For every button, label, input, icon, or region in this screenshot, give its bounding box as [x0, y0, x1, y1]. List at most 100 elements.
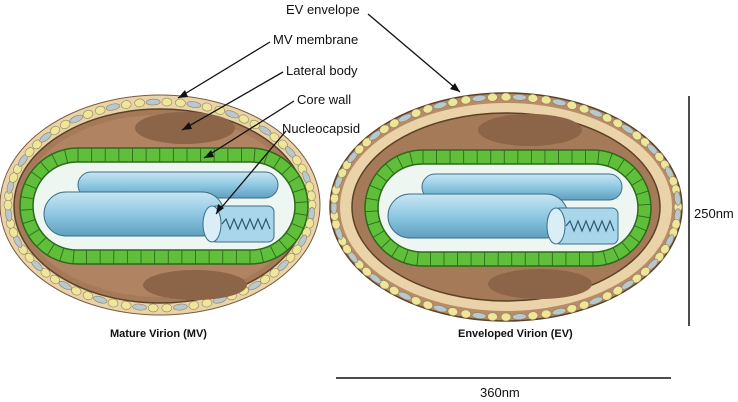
core-wall-segment: [607, 153, 613, 167]
mv-core-wall-segments: [20, 148, 308, 264]
surface-protein: [631, 130, 642, 141]
nucleocapsid-arrow: [215, 130, 287, 215]
surface-protein: [588, 296, 603, 305]
ev-lateral-body-top: [478, 114, 582, 146]
surface-protein: [107, 298, 119, 308]
core-wall-segment: [409, 151, 414, 166]
nucleocapsid-helix: [565, 219, 615, 233]
surface-protein: [147, 303, 159, 313]
core-wall-segment: [385, 163, 395, 175]
surface-protein: [3, 199, 13, 211]
mature-virion: [0, 94, 321, 316]
surface-protein: [173, 303, 188, 311]
core-wall-segment: [376, 173, 388, 183]
surface-protein: [238, 114, 249, 124]
surface-protein: [422, 300, 434, 310]
core-wall-segment: [64, 149, 69, 164]
surface-protein: [527, 94, 539, 103]
surface-protein: [49, 274, 60, 285]
core-wall-segment: [72, 249, 75, 264]
core-wall-segment: [416, 251, 419, 266]
surface-protein: [512, 94, 527, 101]
label-lateral-body: Lateral body: [286, 63, 358, 78]
lateral-body-arrowhead: [182, 122, 192, 130]
core-wall-segment: [616, 159, 625, 172]
nucleocapsid-arrowhead: [216, 204, 224, 214]
core-wall-segment: [30, 171, 43, 181]
core-wall-segment: [391, 244, 400, 257]
core-wall-segment: [293, 212, 308, 216]
surface-protein: [447, 98, 459, 107]
core-wall-segment: [634, 190, 649, 196]
core-wall-segment: [24, 183, 38, 190]
core-wall-segment: [22, 218, 37, 225]
surface-protein: [201, 102, 213, 112]
core-wall-segment: [28, 228, 41, 237]
core-wall-segment: [403, 249, 409, 263]
surface-protein: [551, 308, 567, 316]
core-wall-segment: [51, 154, 59, 167]
surface-protein: [389, 286, 400, 296]
core-wall-segment: [380, 238, 392, 249]
label-nucleocapsid: Nucleocapsid: [282, 121, 360, 136]
core-wall-segment: [287, 175, 300, 184]
surface-protein: [674, 191, 681, 206]
caption-enveloped-virion: Enveloped Virion (EV): [458, 328, 573, 340]
surface-protein: [422, 104, 434, 114]
label-mv-membrane: MV membrane: [273, 32, 358, 47]
surface-protein: [188, 301, 200, 310]
surface-protein: [132, 303, 147, 311]
surface-protein: [640, 266, 651, 277]
core-wall-segment: [365, 197, 380, 202]
core-wall-segment: [630, 178, 644, 187]
core-wall-segment: [293, 201, 308, 204]
surface-protein: [578, 300, 590, 310]
surface-protein: [500, 312, 512, 322]
surface-protein: [433, 304, 448, 313]
label-ev-envelope: EV envelope: [286, 2, 360, 17]
core-wall-segment: [636, 203, 651, 206]
core-wall-segment: [633, 224, 647, 232]
surface-protein: [24, 147, 35, 158]
surface-protein: [186, 101, 202, 109]
surface-protein: [447, 307, 459, 316]
core-wall-segment: [369, 184, 383, 192]
surface-protein: [71, 286, 82, 296]
surface-protein: [578, 104, 590, 114]
surface-protein: [225, 110, 239, 119]
core-wall-segment: [278, 239, 288, 251]
surface-protein: [540, 95, 552, 105]
surface-protein: [354, 144, 365, 155]
surface-protein: [460, 309, 472, 319]
core-wall-segment: [636, 214, 651, 219]
core-wall-segment: [290, 222, 304, 229]
mv-surface-proteins: [3, 97, 317, 313]
mv-membrane-arrow: [177, 41, 271, 99]
surface-protein: [471, 312, 487, 320]
surface-protein: [214, 105, 225, 115]
core-wall-segment: [253, 148, 256, 163]
core-wall-segment: [285, 231, 298, 241]
surface-protein: [105, 103, 121, 111]
surface-protein: [379, 124, 390, 134]
surface-protein: [161, 303, 173, 313]
nucleocapsid-helix: [221, 217, 271, 231]
surface-protein: [120, 100, 132, 109]
core-wall-segment: [46, 243, 56, 256]
core-wall-segment: [372, 229, 386, 238]
surface-protein: [269, 268, 280, 278]
mv-membrane-arrowhead: [178, 90, 188, 98]
surface-protein: [82, 109, 94, 119]
surface-protein: [82, 291, 94, 301]
surface-protein: [471, 94, 487, 102]
core-wall-segment: [367, 220, 382, 226]
core-wall-segment: [396, 156, 404, 169]
ev-envelope-arrow: [367, 13, 461, 93]
ev-core-wall-segments: [365, 150, 651, 266]
ev-nucleocapsid: [387, 173, 623, 245]
core-wall-segment: [621, 241, 631, 253]
surface-protein: [460, 95, 472, 105]
core-wall-segment: [59, 247, 65, 262]
surface-protein: [601, 113, 613, 123]
